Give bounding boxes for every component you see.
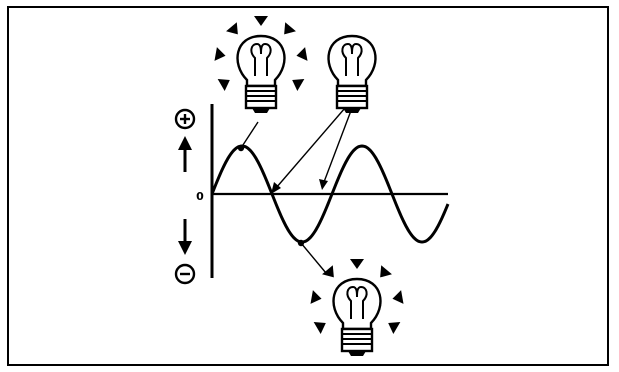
origin-label: 0 [196, 190, 204, 203]
pointer-line-bottom-bulb [301, 243, 326, 273]
bulb-zero-crossing-icon [329, 36, 376, 113]
bulb-positive-peak-icon [214, 16, 307, 113]
pointer-line-top-bulb [241, 122, 258, 148]
zero-crossing-arrow-right [319, 108, 352, 190]
zero-crossing-arrow-left [271, 108, 345, 194]
positive-symbol [176, 110, 194, 128]
negative-symbol [176, 265, 194, 283]
bulb-negative-peak-icon [310, 259, 403, 356]
figure-border [8, 7, 608, 365]
down-arrow-icon [178, 219, 192, 255]
up-arrow-icon [178, 136, 192, 172]
